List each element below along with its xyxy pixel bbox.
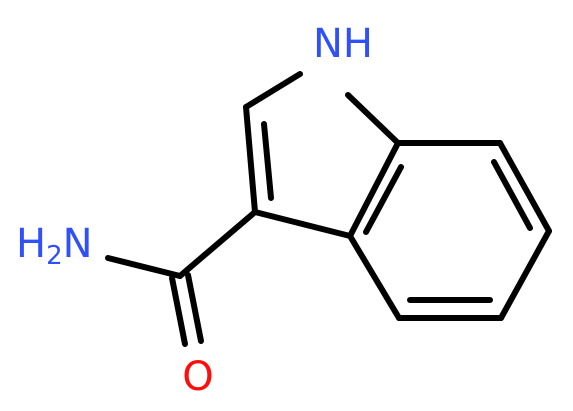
bond-carbonyl-o <box>169 275 188 347</box>
atom-labels: NH H2N O <box>16 21 373 400</box>
atom-nh2-label: H2N <box>16 221 93 271</box>
bond-c3-c3a <box>252 209 353 239</box>
bond-carbonyl-nh2 <box>105 255 183 279</box>
bond-carbonyl-o-double <box>185 272 204 344</box>
bond-c6-c5 <box>498 228 552 321</box>
atom-o-label: O <box>182 354 213 400</box>
bonds <box>105 71 552 347</box>
bond-c2-c3-inner <box>261 121 274 201</box>
bond-n1-c2 <box>243 71 303 110</box>
bond-c4-c3a <box>347 233 402 321</box>
bond-n1-c7a <box>345 92 401 146</box>
bond-c2-c3 <box>243 104 258 215</box>
atom-n1-label: NH <box>313 21 373 67</box>
bond-c7a-c3a-inner <box>363 164 404 235</box>
bond-c7a-c3a <box>347 140 401 239</box>
bond-c7-c6-inner <box>491 159 533 231</box>
bond-c3-carbonyl <box>177 209 258 279</box>
bond-c7-c6 <box>497 140 552 234</box>
